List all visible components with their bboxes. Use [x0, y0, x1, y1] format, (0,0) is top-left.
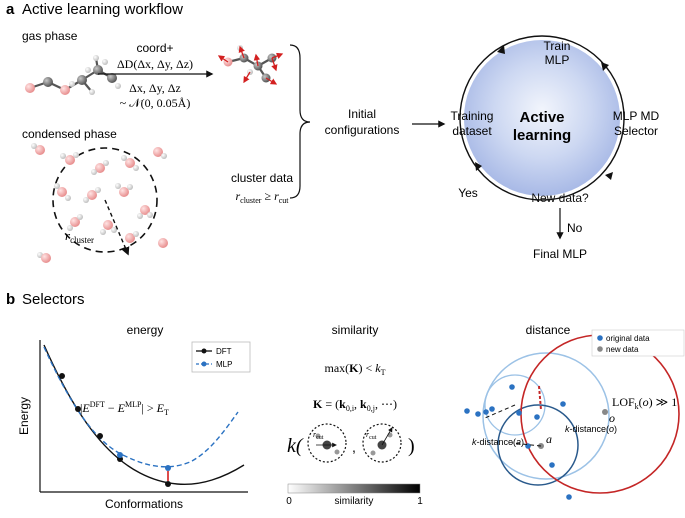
panel-b-letter: b: [6, 291, 15, 308]
lof-label: LOFk(o) ≫ 1: [612, 395, 677, 411]
coord-label-1: coord+: [136, 41, 173, 55]
kdist-a-label: k-distance(a): [472, 437, 524, 447]
cycle-disk: [464, 40, 620, 196]
gas-molecule: [25, 55, 121, 95]
colorbar-max: 1: [417, 496, 423, 507]
similarity-selector: similarity max(K) < kT K = (k0,i, k0,j, …: [286, 323, 423, 507]
mlp-point-selected: [165, 465, 171, 471]
distance-legend: original data new data: [591, 329, 685, 357]
cycle-center-2: learning: [513, 127, 571, 144]
initial-config-label-1: Initial: [348, 107, 376, 121]
final-mlp-label: Final MLP: [533, 247, 587, 261]
legend-mlp: MLP: [216, 360, 232, 369]
dft-point: [97, 433, 103, 439]
point-a-label: a: [546, 432, 552, 446]
red-radius-marker: [538, 385, 542, 411]
similarity-colorbar: [287, 483, 421, 494]
energy-title: energy: [127, 323, 164, 337]
rcut-label-2: rcut: [366, 430, 377, 441]
cycle-arrowheads: [475, 45, 613, 180]
panel-b-title: Selectors: [22, 291, 85, 308]
outer-light-circle: [482, 352, 610, 480]
energy-xlabel: Conformations: [105, 497, 183, 511]
condensed-cluster: rcluster: [31, 143, 168, 263]
mlp-point: [117, 452, 123, 458]
dft-point: [59, 373, 65, 379]
grouping-brace: [289, 44, 311, 199]
similarity-formula-1: max(K) < kT: [325, 361, 386, 377]
cluster-boundary: [52, 147, 158, 253]
cycle-center-1: Active: [519, 109, 564, 126]
distance-title: distance: [526, 323, 571, 337]
rcluster-label: rcluster: [65, 228, 94, 245]
kernel-comma: ,: [352, 439, 356, 455]
panel-a-title: Active learning workflow: [22, 1, 183, 18]
gas-phase-label: gas phase: [22, 29, 78, 43]
training-dataset-1: Training: [451, 109, 494, 123]
active-learning-cycle: Active learning Train MLP MLP MD Selecto…: [451, 35, 660, 205]
red-lof-circle: [520, 334, 680, 494]
legend-original: original data: [606, 334, 650, 343]
condensed-phase-label: condensed phase: [22, 127, 117, 141]
radius-arrow: [104, 199, 130, 256]
point-o-label: o: [609, 411, 615, 425]
dft-point: [75, 406, 81, 412]
kernel-close: ): [408, 435, 415, 457]
initial-config-label-2: configurations: [325, 123, 400, 137]
panel-a-letter: a: [6, 1, 15, 18]
kdist-o-label: k-distance(o): [565, 424, 617, 434]
dft-point-selected: [165, 481, 171, 487]
environment-2: [362, 423, 402, 463]
water-molecules: [31, 143, 168, 263]
perturbed-molecule: [217, 45, 284, 85]
new-data-question: New data?: [531, 191, 589, 205]
legend-new: new data: [606, 345, 639, 354]
yes-label: Yes: [458, 186, 478, 200]
energy-formula: |EDFT − EMLP| > ET: [80, 400, 169, 417]
dist-label-2: ~ 𝒩(0, 0.05Å): [120, 96, 191, 110]
rcut-label: rcut: [313, 430, 324, 441]
legend-dft: DFT: [216, 347, 232, 356]
train-mlp-2: MLP: [545, 53, 570, 67]
kdist-line-1: [484, 404, 516, 419]
mlp-md-2: Selector: [614, 124, 658, 138]
original-points: [464, 384, 572, 500]
cycle-ring: [459, 35, 625, 201]
colorbar-label: similarity: [335, 496, 374, 507]
navy-circle: [497, 404, 579, 486]
mlp-md-1: MLP MD: [613, 109, 660, 123]
similarity-title: similarity: [332, 323, 379, 337]
kdist-line-a: [511, 442, 542, 447]
coord-label-2: ΔD(Δx, Δy, Δz): [117, 57, 193, 71]
dist-label-1: Δx, Δy, Δz: [129, 81, 181, 95]
colorbar-min: 0: [286, 496, 292, 507]
similarity-formula-2: K = (k0,i, k0,j, ⋯): [313, 397, 397, 413]
mlp-curve: [43, 346, 239, 468]
energy-legend: DFT MLP: [191, 341, 251, 373]
no-label: No: [567, 221, 583, 235]
energy-ylabel: Energy: [17, 397, 31, 435]
point-o: [602, 409, 608, 415]
cluster-data-label-2: rcluster ≥ rcut: [235, 189, 289, 205]
training-dataset-2: dataset: [452, 124, 492, 138]
environment-1: [307, 423, 347, 463]
kernel-symbol: k(: [287, 435, 304, 457]
distance-selector: distance LOFk(o) ≫ 1 k-distance(o) k-dis…: [464, 323, 685, 500]
cluster-data-label-1: cluster data: [231, 171, 293, 185]
train-mlp-1: Train: [544, 39, 571, 53]
energy-selector: energy Energy Conformations DFT MLP |EDF…: [17, 323, 251, 511]
